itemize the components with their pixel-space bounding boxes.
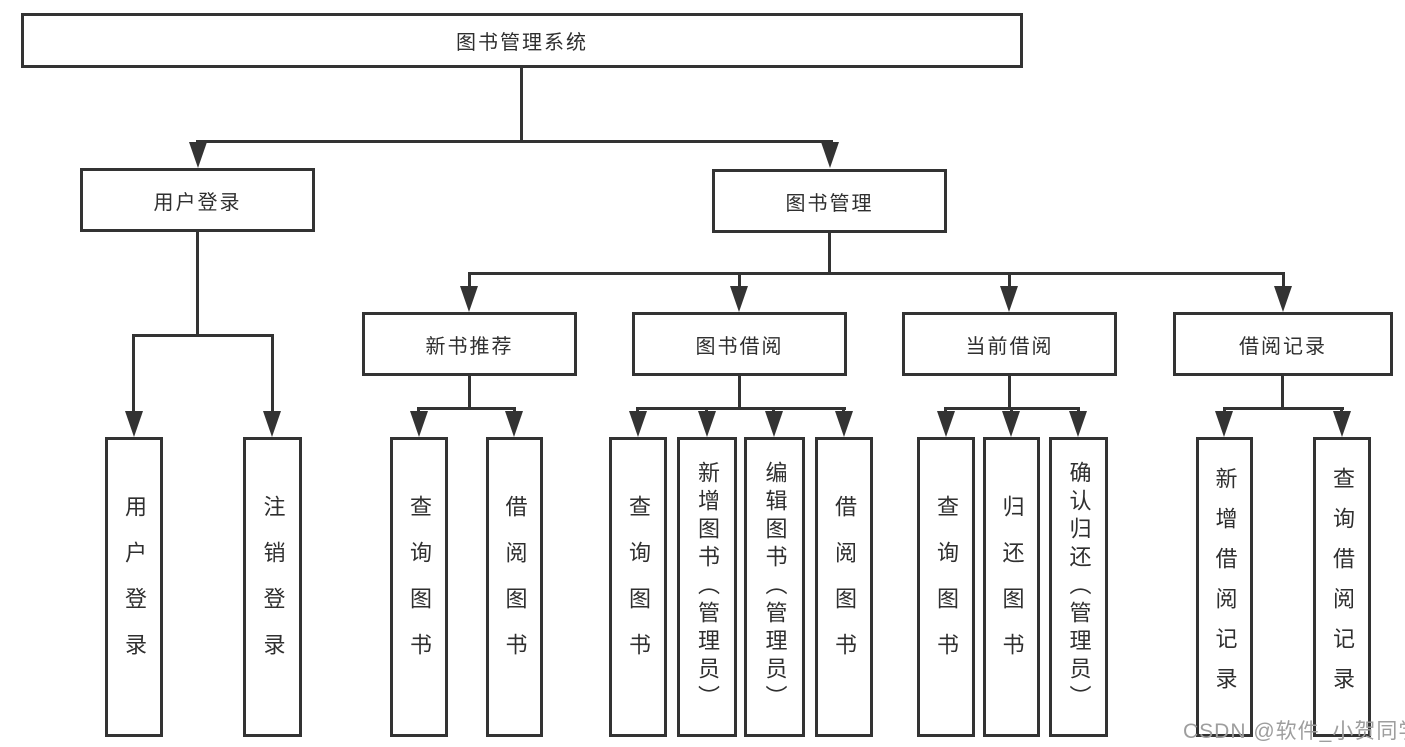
arrowhead-leaf-4 [629,411,647,437]
connector-drop-current [1008,272,1011,288]
arrowhead-leaf-10 [1069,411,1087,437]
node-new-book-recommend: 新书推荐 [362,312,577,376]
leaf-confirm-return-admin-label: 确认归还（管理员） [1066,461,1092,713]
leaf-return-books: 归还图书 [983,437,1040,737]
arrowhead-to-user-login [189,142,207,168]
arrowhead-to-logout-leaf [263,411,281,437]
connector-current-stem [1008,376,1011,409]
arrowhead-leaf-3 [505,411,523,437]
connector-user-login-drop-2 [271,334,274,414]
leaf-add-books-admin: 新增图书（管理员） [677,437,737,737]
leaf-user-login-label: 用户登录 [122,495,147,679]
node-user-login: 用户登录 [80,168,315,232]
connector-recommend-stem [468,376,471,409]
leaf-query-books-borrow: 查询图书 [609,437,667,737]
leaf-query-books-borrow-label: 查询图书 [626,495,651,679]
connector-book-mgmt-stem [828,233,831,275]
leaf-query-books-current-label: 查询图书 [934,495,959,679]
node-borrow-records: 借阅记录 [1173,312,1393,376]
arrowhead-leaf-9 [1002,411,1020,437]
arrowhead-to-recommend [460,286,478,312]
leaf-query-books-current: 查询图书 [917,437,975,737]
connector-book-mgmt-split [468,272,1285,275]
leaf-borrow-books-recommend-label: 借阅图书 [502,495,528,679]
leaf-query-books-recommend-label: 查询图书 [407,495,432,679]
arrowhead-to-records [1274,286,1292,312]
connector-root-split [196,140,833,143]
node-book-borrow-label: 图书借阅 [695,335,784,358]
connector-recommend-split [417,407,516,410]
node-borrow-records-label: 借阅记录 [1239,335,1327,358]
node-current-borrow-label: 当前借阅 [965,335,1054,358]
leaf-confirm-return-admin: 确认归还（管理员） [1049,437,1108,737]
arrowhead-to-current [1000,286,1018,312]
connector-borrow-stem [738,376,741,409]
node-current-borrow: 当前借阅 [902,312,1117,376]
arrowhead-leaf-7 [835,411,853,437]
connector-borrow-split [636,407,846,410]
arrowhead-leaf-11 [1215,411,1233,437]
connector-user-login-drop-1 [132,334,135,414]
connector-user-login-stem [196,232,199,336]
leaf-edit-books-admin: 编辑图书（管理员） [744,437,805,737]
connector-user-login-split [132,334,274,337]
node-root-label: 图书管理系统 [456,32,588,54]
arrowhead-leaf-6 [765,411,783,437]
node-new-book-recommend-label: 新书推荐 [425,335,514,358]
leaf-borrow-books-recommend: 借阅图书 [486,437,543,737]
connector-root-stem [520,68,523,142]
leaf-user-login: 用户登录 [105,437,163,737]
leaf-query-borrow-record-label: 查询借阅记录 [1330,467,1355,707]
leaf-add-borrow-record-label: 新增借阅记录 [1212,467,1238,707]
arrowhead-leaf-8 [937,411,955,437]
leaf-edit-books-admin-label: 编辑图书（管理员） [762,461,788,713]
leaf-add-books-admin-label: 新增图书（管理员） [695,461,720,713]
leaf-logout-label: 注销登录 [260,495,286,679]
leaf-logout: 注销登录 [243,437,302,737]
node-book-mgmt-label: 图书管理 [785,192,874,215]
leaf-borrow-books: 借阅图书 [815,437,873,737]
leaf-add-borrow-record: 新增借阅记录 [1196,437,1253,737]
connector-records-stem [1281,376,1284,409]
arrowhead-to-book-mgmt [821,142,839,168]
connector-records-split [1223,407,1344,410]
leaf-borrow-books-label: 借阅图书 [832,495,857,679]
node-book-mgmt: 图书管理 [712,169,947,233]
arrowhead-leaf-5 [698,411,716,437]
arrowhead-leaf-2 [410,411,428,437]
node-root: 图书管理系统 [21,13,1023,68]
connector-drop-borrow [738,272,741,288]
leaf-return-books-label: 归还图书 [999,495,1025,679]
arrowhead-to-borrow [730,286,748,312]
arrowhead-leaf-12 [1333,411,1351,437]
csdn-watermark: CSDN @软件_小贺同学 [1183,720,1405,743]
node-book-borrow: 图书借阅 [632,312,847,376]
node-user-login-label: 用户登录 [153,191,242,214]
leaf-query-borrow-record: 查询借阅记录 [1313,437,1371,737]
connector-drop-records [1282,272,1285,288]
connector-drop-recommend [468,272,471,288]
leaf-query-books-recommend: 查询图书 [390,437,448,737]
arrowhead-to-login-leaf [125,411,143,437]
